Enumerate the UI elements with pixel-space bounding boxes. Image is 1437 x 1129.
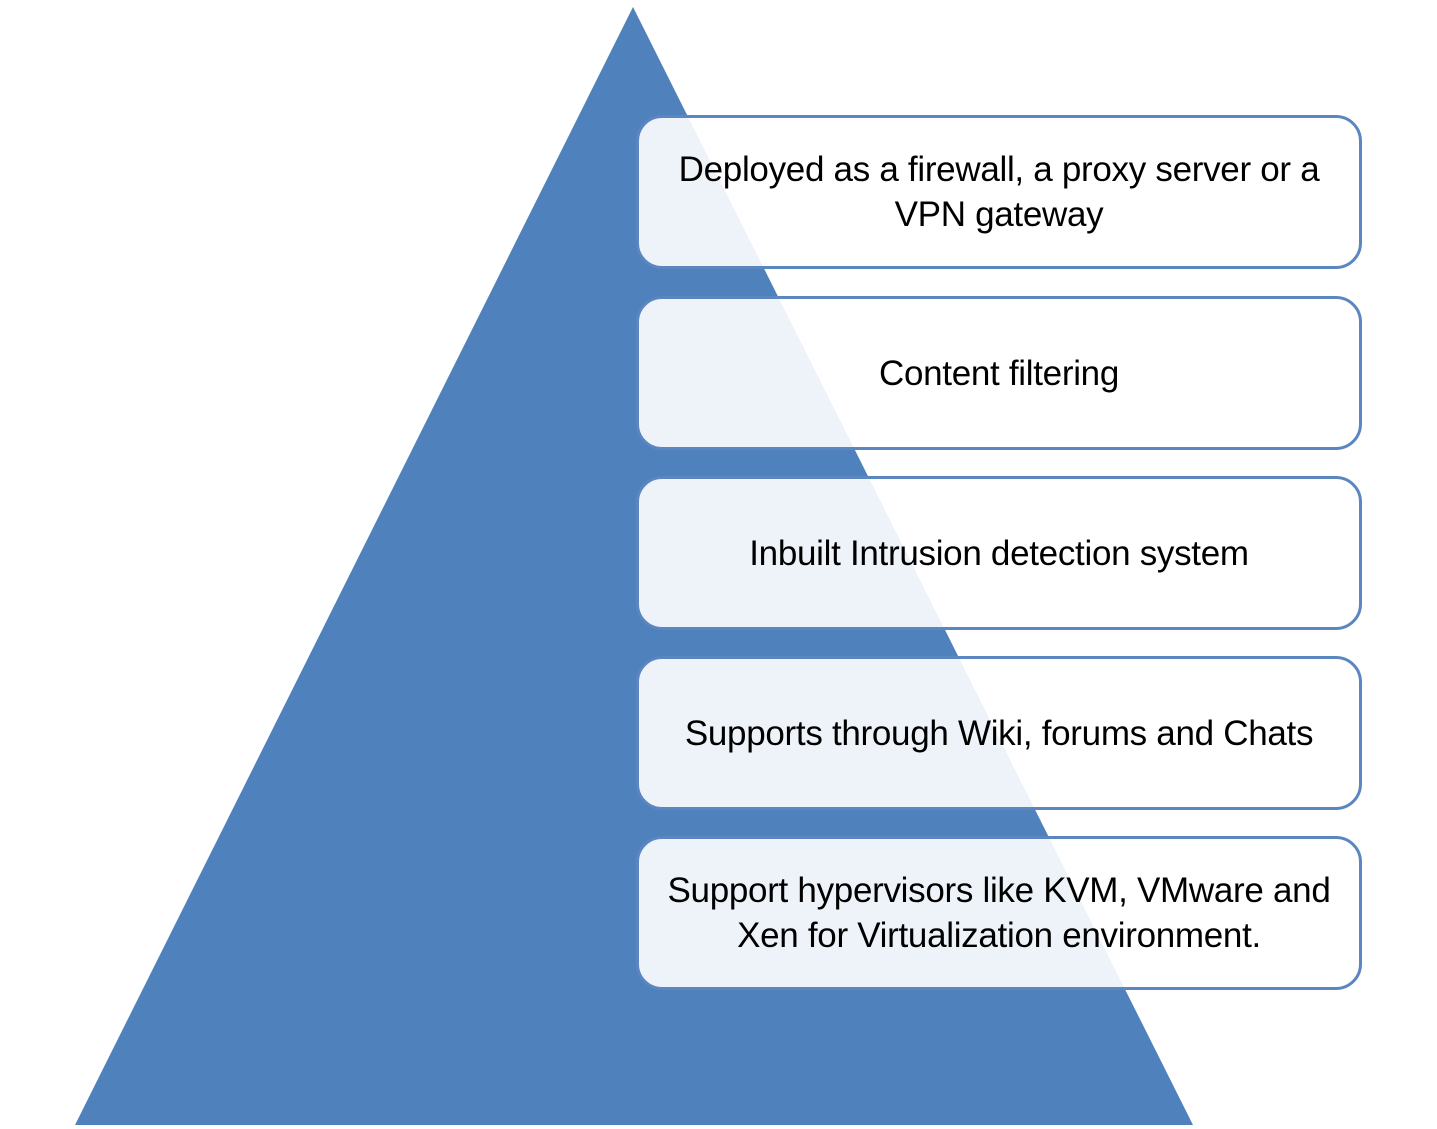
pyramid-item-label: Support hypervisors like KVM, VMware and…: [667, 871, 1331, 955]
pyramid-item-2: Content filtering: [636, 296, 1362, 450]
pyramid-item-label: Content filtering: [878, 353, 1120, 393]
pyramid-item-label: Supports through Wiki, forums and Chats: [684, 713, 1314, 753]
pyramid-item-5: Support hypervisors like KVM, VMware and…: [636, 836, 1362, 990]
pyramid-item-1: Deployed as a firewall, a proxy server o…: [636, 115, 1362, 269]
pyramid-item-3: Inbuilt Intrusion detection system: [636, 476, 1362, 630]
pyramid-item-label: Deployed as a firewall, a proxy server o…: [678, 150, 1320, 234]
pyramid-item-4: Supports through Wiki, forums and Chats: [636, 656, 1362, 810]
pyramid-item-label: Inbuilt Intrusion detection system: [749, 533, 1249, 573]
